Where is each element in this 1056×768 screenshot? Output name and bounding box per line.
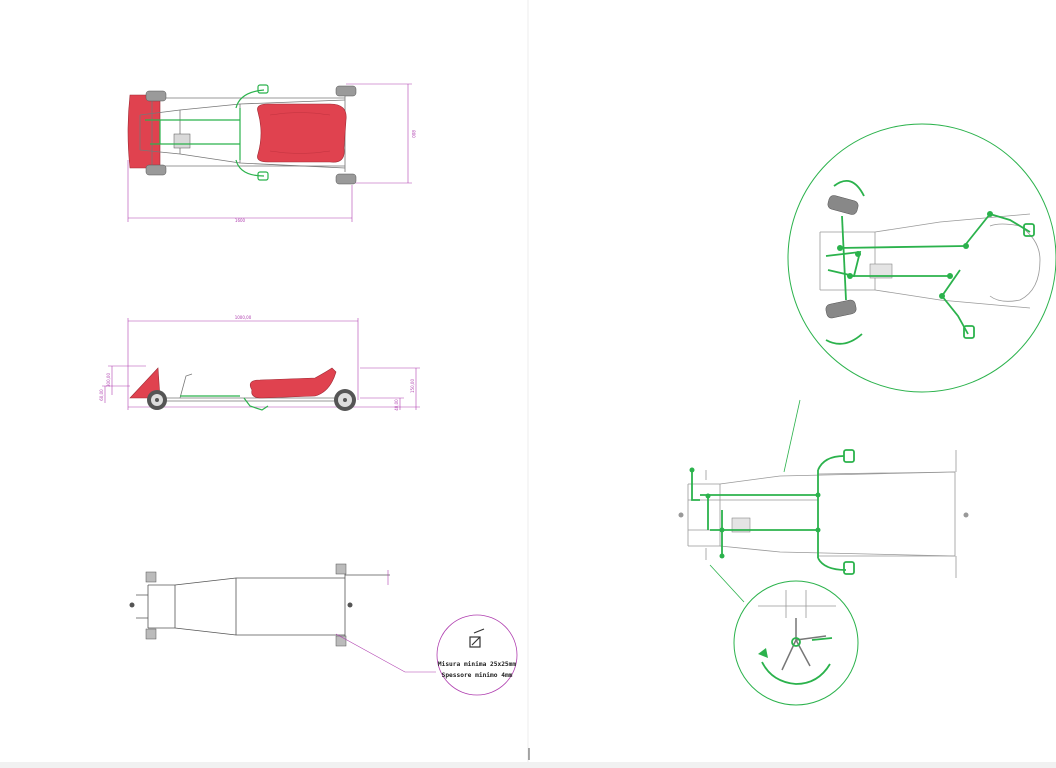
callout-min-size: Misura minima 25x25mm [438,660,517,668]
brake-lever-detail [733,580,859,706]
chassis-frame-plan [129,563,390,647]
front-bumper [127,94,161,169]
steering-detail-circle [787,123,1056,393]
wheels-top [145,85,357,185]
callout-leader-line [335,633,436,673]
callout-circle [436,614,518,696]
kart-top-view: 1600 800 [127,83,416,223]
dimension-axle-offset: 40,00 [394,399,399,411]
dimension-ground-clearance: 60,00 [99,389,104,401]
seat [257,103,347,163]
detail-leader-bottom [709,564,745,603]
callout-min-thickness: Spessore minimo 4mm [442,671,513,679]
pedal-linkage-side [180,395,269,411]
tube-size-callout: Misura minima 25x25mm Spessore minimo 4m… [335,614,518,696]
seat-side [249,367,337,399]
steering-assembly-plan [678,399,969,603]
brake-detail-circle [733,580,859,706]
front-bumper-side [129,367,161,399]
wheels-side [147,389,356,411]
pedal-box [173,133,191,149]
dimension-rear-height: 150,00 [410,379,415,393]
dimension-wheelbase: 1000,00 [235,315,252,320]
side-view-dimensions [102,318,420,410]
top-view-dimensions [127,83,412,222]
steering-linkage-detail [787,123,1056,393]
dimension-front-height: 300,00 [106,373,111,387]
dimension-overall-length: 1600 [235,218,246,223]
dimension-overall-width: 800 [411,130,416,138]
kart-side-view: 1000,00 300,00 60,00 150,00 40,00 [99,315,420,411]
detail-leader-top [783,399,801,473]
square-tube-section-icon [469,628,485,648]
chassis-frame-side [150,373,350,402]
steering-linkage-top [145,84,269,181]
